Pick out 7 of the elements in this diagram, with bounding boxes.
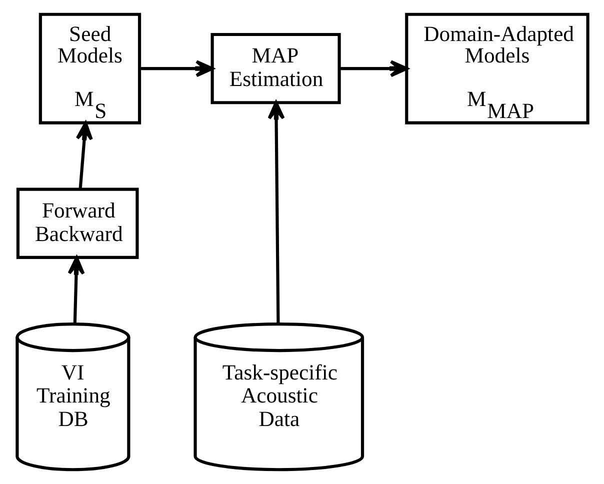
node-box: MAP Estimation: [210, 32, 340, 104]
arrow: [140, 60, 214, 78]
arrow: [267, 101, 284, 324]
arrow: [338, 60, 408, 78]
arrow: [67, 256, 84, 324]
arrow: [75, 122, 92, 190]
node-box: Forward Backward: [16, 188, 138, 260]
